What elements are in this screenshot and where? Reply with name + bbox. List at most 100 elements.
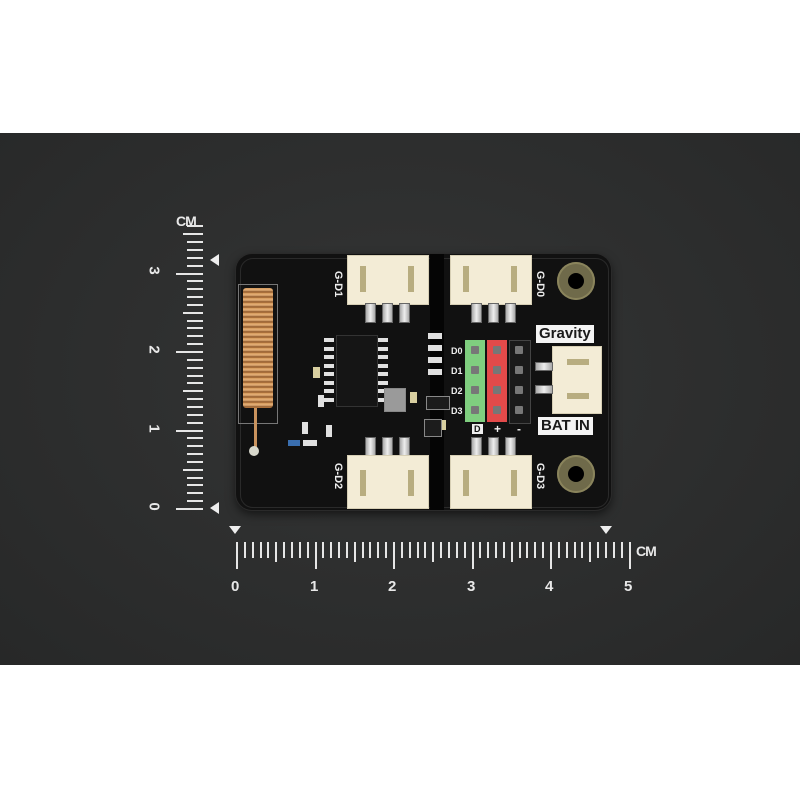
ic-pin [378, 380, 388, 385]
horizontal-ruler-label-0: 0 [231, 578, 240, 595]
pin [488, 303, 499, 323]
tick [353, 542, 356, 562]
tick [176, 429, 203, 432]
tick [187, 453, 203, 456]
header-pin [471, 366, 479, 374]
horizontal-ruler-left-marker-icon [229, 526, 241, 534]
regulator [424, 419, 442, 437]
connector-slot [567, 393, 589, 399]
header-pin [493, 406, 501, 414]
tick [187, 303, 203, 306]
tick [290, 542, 293, 558]
connector-slot [511, 470, 517, 496]
label-g-d1: G-D1 [332, 270, 345, 298]
row-label-d1: D1 [451, 366, 463, 376]
tick [183, 468, 203, 471]
tick [187, 460, 203, 463]
tick [187, 358, 203, 361]
tick [298, 542, 301, 558]
resistor [428, 369, 442, 375]
connector-slot [511, 266, 517, 292]
tick [502, 542, 505, 558]
pin-header[interactable] [465, 340, 531, 424]
horizontal-ruler-label-1: 1 [310, 578, 319, 595]
tick [345, 542, 348, 558]
connector-g-d2[interactable] [347, 455, 429, 509]
ic-pin [324, 397, 334, 402]
header-pin [515, 406, 523, 414]
tick [187, 398, 203, 401]
connector-slot [408, 470, 414, 496]
tick [187, 256, 203, 259]
antenna-silkscreen-frame [238, 284, 278, 424]
ic-pin [378, 346, 388, 351]
ic-pin [324, 389, 334, 393]
tick [183, 311, 203, 314]
tick [187, 382, 203, 385]
connector-slot [463, 470, 469, 496]
ic-pin [378, 355, 388, 359]
connector-g-d3[interactable] [450, 455, 532, 509]
tick [251, 542, 254, 558]
signal-column [465, 340, 485, 422]
label-g-d3: G-D3 [534, 462, 547, 490]
resistor [318, 395, 324, 407]
connector-g-d0[interactable] [450, 255, 532, 305]
pin [365, 437, 376, 457]
header-pin [471, 346, 479, 354]
tick [259, 542, 262, 558]
tick [306, 542, 309, 558]
column-label-plus: + [494, 422, 502, 436]
battery-input-connector[interactable] [552, 346, 602, 414]
tick [495, 542, 498, 558]
header-pin [493, 366, 501, 374]
tick [236, 542, 238, 569]
ic-chip [336, 335, 378, 407]
tick [424, 542, 427, 558]
tick [187, 492, 203, 495]
tick [187, 335, 203, 338]
column-label-signal: D [472, 424, 483, 434]
tick [187, 327, 203, 330]
vertical-ruler-top-marker-icon [210, 254, 219, 266]
tick [330, 542, 333, 558]
tick [377, 542, 380, 558]
horizontal-ruler-label-2: 2 [388, 578, 397, 595]
tick [447, 542, 450, 558]
vertical-ruler-unit: CM [176, 213, 197, 229]
tick [314, 542, 317, 569]
connector-g-d1[interactable] [347, 255, 429, 305]
tick [573, 542, 576, 558]
pin [471, 437, 482, 457]
tick [275, 542, 278, 562]
tick [369, 542, 372, 558]
tick [176, 351, 203, 353]
vertical-ruler-bottom-marker-icon [210, 502, 219, 514]
tick [479, 542, 482, 558]
header-pin [515, 366, 523, 374]
tick [187, 319, 203, 322]
coil-antenna-icon [243, 288, 273, 408]
tick [440, 542, 443, 558]
vertical-ruler-label-0: 0 [145, 502, 163, 511]
horizontal-ruler-right-marker-icon [600, 526, 612, 534]
ic-pin [378, 338, 388, 342]
tick [176, 272, 203, 275]
pin [382, 303, 393, 323]
tick [187, 484, 203, 487]
tick [361, 542, 364, 558]
connector-slot [360, 266, 366, 292]
tick [557, 542, 560, 558]
mounting-hole-top [557, 262, 595, 300]
resistor [428, 345, 442, 351]
pin [399, 303, 410, 323]
tick [385, 542, 388, 558]
tick [187, 296, 203, 299]
capacitor [302, 422, 308, 434]
resistor [303, 440, 317, 446]
pin [505, 437, 516, 457]
tick [183, 233, 203, 236]
antenna-solder-pad [249, 446, 259, 456]
tick [187, 437, 203, 440]
tick [463, 542, 466, 558]
